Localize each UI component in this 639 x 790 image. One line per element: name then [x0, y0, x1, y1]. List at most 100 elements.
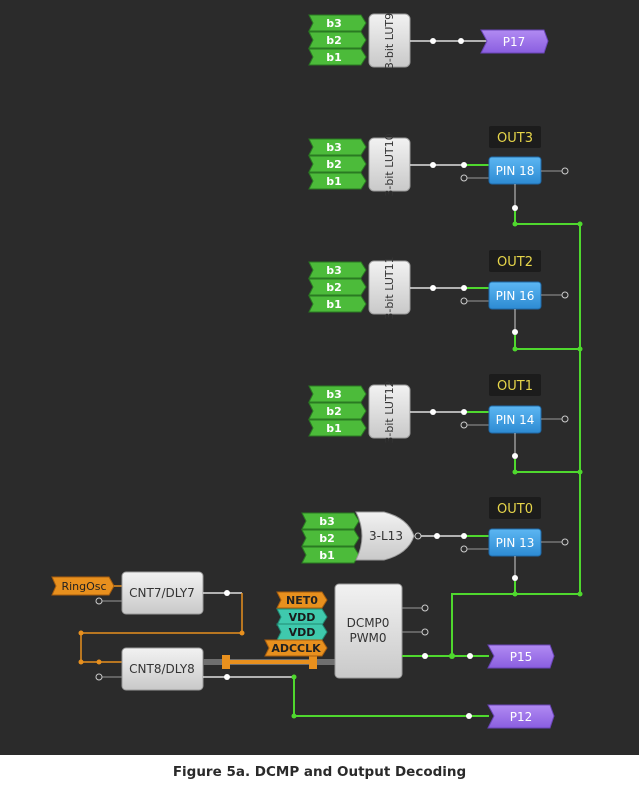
lut12-input-b3[interactable]: b3: [308, 385, 367, 403]
svg-text:b2: b2: [326, 34, 342, 47]
svg-text:b2: b2: [326, 158, 342, 171]
open-pin: [460, 545, 468, 553]
lut12-input-b2[interactable]: b2: [308, 402, 367, 420]
lut10-input-b2[interactable]: b2: [308, 155, 367, 173]
out2-label: OUT2: [497, 255, 533, 270]
ringosc-input[interactable]: RingOsc: [51, 576, 115, 596]
svg-text:NET0: NET0: [286, 594, 318, 607]
junction-dot: [96, 659, 102, 665]
dcmp-label: DCMP0: [347, 616, 390, 630]
lut9-label: 3-bit LUT9: [383, 13, 396, 69]
junction-dot: [78, 630, 84, 636]
open-pin: [561, 415, 569, 423]
junction-dot: [461, 533, 467, 539]
junction-dot: [434, 533, 440, 539]
svg-text:b1: b1: [326, 298, 342, 311]
lut10-group: b3 b2 b1 3-bit LUT10 OUT3 PIN 18: [308, 126, 569, 211]
svg-text:b1: b1: [326, 51, 342, 64]
open-pin: [460, 297, 468, 305]
counter-section: RingOsc CNT7/DLY7 CNT8/DLY8: [51, 571, 489, 719]
out3-label-box: [489, 126, 541, 148]
junction-dot: [461, 162, 467, 168]
port-p17[interactable]: P17: [480, 29, 549, 54]
junction-dot: [430, 409, 436, 415]
open-pin: [561, 291, 569, 299]
open-pin: [421, 604, 429, 612]
junction-dot: [512, 591, 518, 597]
dcmp-input-net0[interactable]: NET0: [276, 591, 328, 609]
junction-dot: [291, 674, 297, 680]
junction-dot: [577, 221, 583, 227]
junction-dot: [512, 205, 518, 211]
l13-input-b2[interactable]: b2: [301, 529, 360, 547]
junction-dot: [512, 575, 518, 581]
junction-dot: [239, 630, 245, 636]
open-pin: [460, 174, 468, 182]
svg-text:VDD: VDD: [289, 611, 316, 624]
svg-text:RingOsc: RingOsc: [61, 580, 106, 593]
junction-dot: [449, 653, 455, 659]
port-p15[interactable]: P15: [487, 644, 555, 669]
lut9-input-b1[interactable]: b1: [308, 48, 367, 66]
lut12-input-b1[interactable]: b1: [308, 419, 367, 437]
open-pin: [561, 538, 569, 546]
schematic-svg: b3 b2 b1 3-bit LUT9 P17 b3 b2 b1 3-bit L…: [51, 13, 583, 729]
l13-input-b1[interactable]: b1: [301, 546, 360, 564]
svg-text:P12: P12: [510, 710, 533, 724]
junction-dot: [461, 409, 467, 415]
bus-node: [309, 655, 317, 669]
lut10-label: 3-bit LUT10: [383, 133, 396, 196]
svg-text:ADCCLK: ADCCLK: [271, 642, 321, 655]
out1-label: OUT1: [497, 379, 533, 394]
junction-dot: [467, 653, 473, 659]
lut9-input-b3[interactable]: b3: [308, 14, 367, 32]
junction-dot: [224, 674, 230, 680]
junction-dot: [577, 346, 583, 352]
lut9-input-b2[interactable]: b2: [308, 31, 367, 49]
junction-dot: [291, 713, 297, 719]
svg-text:b3: b3: [326, 17, 342, 30]
junction-dot: [512, 469, 518, 475]
nor-gate-block[interactable]: [355, 511, 415, 561]
lut10-input-b1[interactable]: b1: [308, 172, 367, 190]
junction-dot: [577, 469, 583, 475]
junction-dot: [512, 346, 518, 352]
open-pin: [421, 628, 429, 636]
cnt8-block[interactable]: [121, 647, 204, 691]
svg-text:P17: P17: [503, 35, 526, 49]
cnt7-label: CNT7/DLY7: [129, 586, 195, 600]
lut12-group: b3 b2 b1 3-bit LUT12 OUT1 PIN 14: [308, 374, 569, 459]
junction-dot: [458, 38, 464, 44]
out3-label: OUT3: [497, 131, 533, 146]
dcmp-input-vdd-2[interactable]: VDD: [276, 623, 328, 641]
out0-label-box: [489, 497, 541, 519]
pin-18-label: PIN 18: [496, 164, 535, 178]
dcmp-section: NET0 VDD VDD ADCCLK DCMP0 PWM0 P15 P12: [264, 583, 555, 729]
lut11-input-b1[interactable]: b1: [308, 295, 367, 313]
junction-dot: [422, 653, 428, 659]
inverter-bubble: [414, 532, 422, 540]
junction-dot: [512, 453, 518, 459]
lut11-input-b2[interactable]: b2: [308, 278, 367, 296]
junction-dot: [466, 713, 472, 719]
dcmp-input-vdd-1[interactable]: VDD: [276, 608, 328, 626]
l13-input-b3[interactable]: b3: [301, 512, 360, 530]
out2-label-box: [489, 250, 541, 272]
svg-text:b1: b1: [319, 549, 335, 562]
port-p12[interactable]: P12: [487, 704, 555, 729]
svg-text:b3: b3: [326, 264, 342, 277]
svg-text:b3: b3: [326, 141, 342, 154]
pin-16-label: PIN 16: [496, 289, 535, 303]
lut10-input-b3[interactable]: b3: [308, 138, 367, 156]
dcmp-input-adcclk[interactable]: ADCCLK: [264, 639, 328, 657]
junction-dot: [78, 659, 84, 665]
out1-label-box: [489, 374, 541, 396]
svg-text:b2: b2: [326, 405, 342, 418]
lut11-label: 3-bit LUT11: [383, 256, 396, 319]
gate-l13-group: b3 b2 b1 3-L13 OUT0 PIN 13: [301, 497, 569, 581]
schematic-canvas: b3 b2 b1 3-bit LUT9 P17 b3 b2 b1 3-bit L…: [0, 0, 639, 755]
enable-bus-branch: [514, 335, 580, 350]
svg-text:b3: b3: [319, 515, 335, 528]
dcmp-block[interactable]: [334, 583, 403, 679]
lut11-input-b3[interactable]: b3: [308, 261, 367, 279]
